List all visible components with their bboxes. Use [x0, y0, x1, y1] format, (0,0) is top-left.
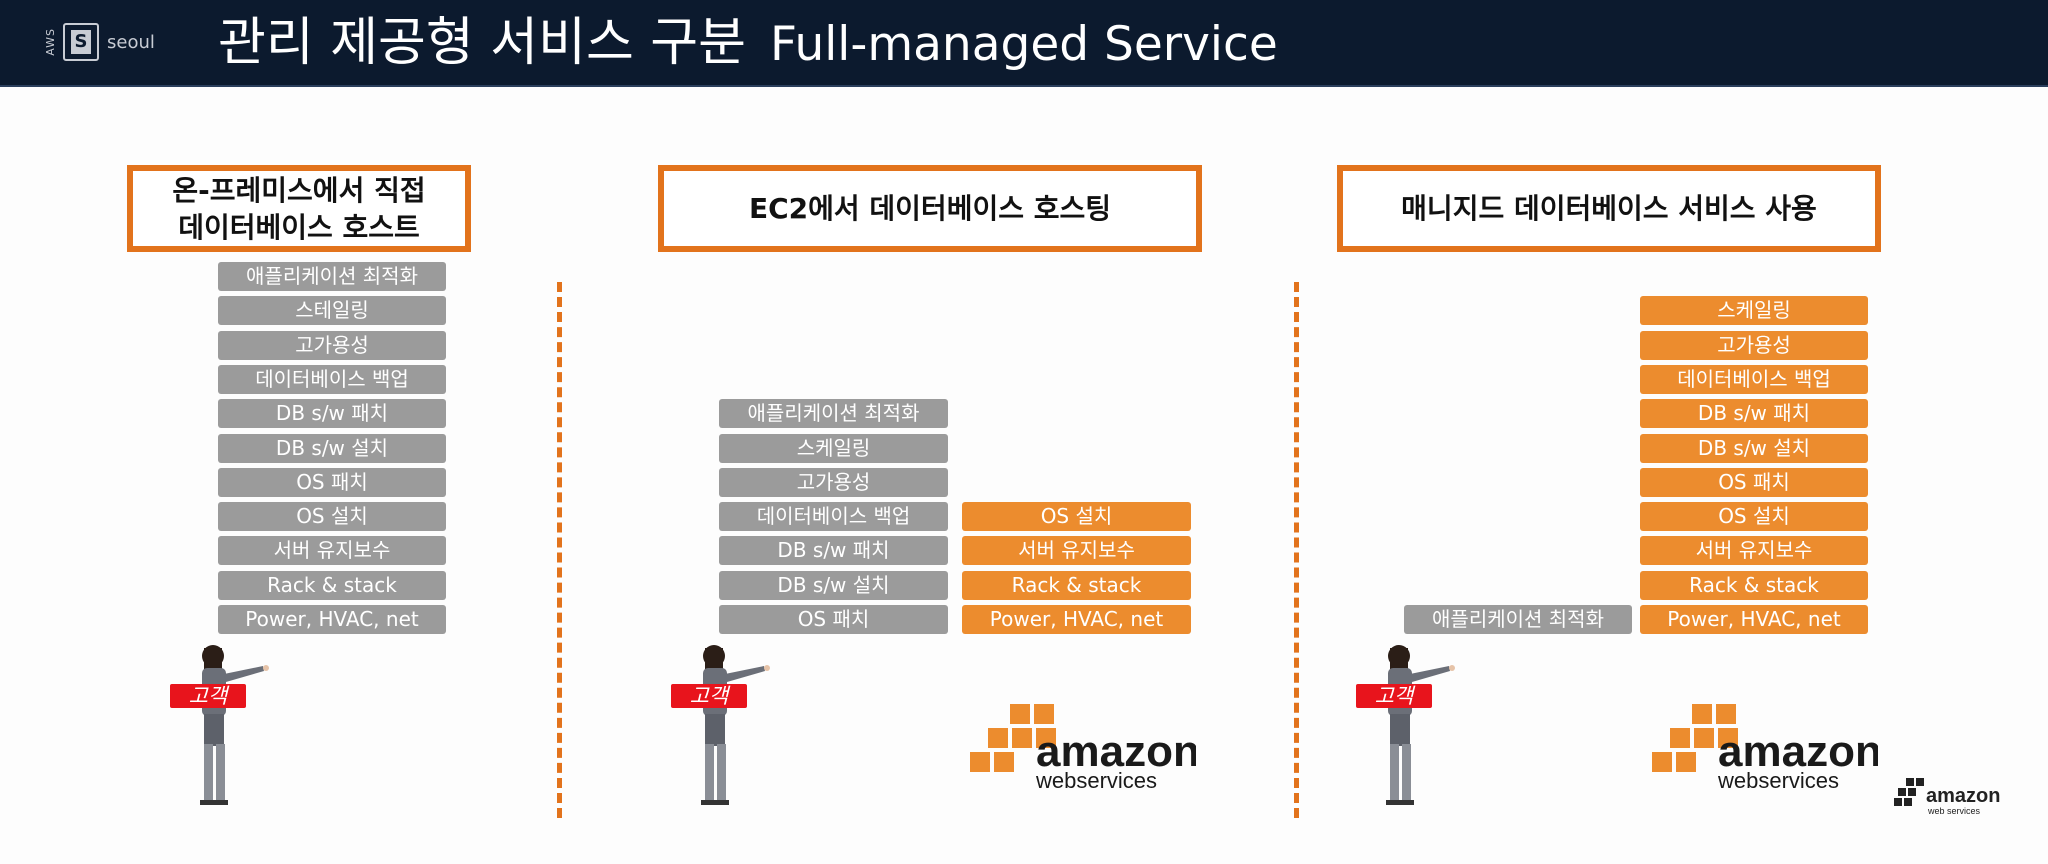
logo-city: seoul	[107, 31, 155, 53]
aws-footer-logo: amazon web services	[1894, 778, 2000, 816]
aws-managed-item: Rack & stack	[962, 571, 1191, 600]
logo-aws-text: AWS	[44, 28, 57, 56]
customer-managed-item: 애플리케이션 최적화	[218, 262, 446, 291]
aws-managed-item: Power, HVAC, net	[962, 605, 1191, 634]
aws-logo-sub: webservices	[1035, 768, 1157, 793]
logo-box-letter: S	[71, 30, 91, 54]
customer-managed-item: 데이터베이스 백업	[719, 502, 948, 531]
aws-seoul-logo: AWS S seoul	[44, 20, 155, 64]
header-bar: AWS S seoul 관리 제공형 서비스 구분 Full-managed Se…	[0, 0, 2048, 87]
aws-managed-item: 서버 유지보수	[962, 536, 1191, 565]
customer-managed-item: 애플리케이션 최적화	[1404, 605, 1632, 634]
aws-managed-item: OS 설치	[1640, 502, 1868, 531]
title-korean: 관리 제공형 서비스 구분	[218, 13, 746, 73]
aws-logo: amazon webservices	[1652, 704, 1878, 793]
aws-logo-sub: webservices	[1717, 768, 1839, 793]
customer-managed-item: Rack & stack	[218, 571, 446, 600]
customer-managed-item: DB s/w 패치	[719, 536, 948, 565]
customer-managed-item: DB s/w 패치	[218, 399, 446, 428]
customer-managed-item: 애플리케이션 최적화	[719, 399, 948, 428]
title-english: Full-managed Service	[770, 17, 1278, 72]
person-figure-icon	[200, 645, 269, 805]
customer-label: 고객	[671, 684, 747, 708]
panel-heading-ec2: EC2에서 데이터베이스 호스팅	[658, 165, 1202, 252]
person-figure-icon	[1386, 645, 1455, 805]
customer-managed-item: 스케일링	[719, 434, 948, 463]
panel-heading-on-premise: 온-프레미스에서 직접 데이터베이스 호스트	[127, 165, 471, 252]
page-title: 관리 제공형 서비스 구분 Full-managed Service	[218, 10, 1278, 78]
customer-managed-item: OS 패치	[218, 468, 446, 497]
aws-logo: amazon webservices	[970, 704, 1196, 793]
aws-managed-item: Power, HVAC, net	[1640, 605, 1868, 634]
customer-managed-item: 데이터베이스 백업	[218, 365, 446, 394]
aws-managed-item: Rack & stack	[1640, 571, 1868, 600]
customer-label: 고객	[170, 684, 246, 708]
aws-managed-item: DB s/w 패치	[1640, 399, 1868, 428]
aws-managed-item: 서버 유지보수	[1640, 536, 1868, 565]
panel-heading-line: 매니지드 데이터베이스 서비스 사용	[1401, 192, 1817, 225]
aws-cubes-icon	[1652, 704, 1738, 772]
aws-managed-item: OS 패치	[1640, 468, 1868, 497]
customer-managed-item: 고가용성	[218, 331, 446, 360]
aws-managed-item: 스케일링	[1640, 296, 1868, 325]
customer-managed-item: OS 패치	[719, 605, 948, 634]
aws-managed-item: 데이터베이스 백업	[1640, 365, 1868, 394]
aws-managed-item: 고가용성	[1640, 331, 1868, 360]
customer-managed-item: OS 설치	[218, 502, 446, 531]
customer-managed-item: DB s/w 설치	[719, 571, 948, 600]
panel-heading-line: 온-프레미스에서 직접	[172, 173, 426, 207]
panel-heading-managed: 매니지드 데이터베이스 서비스 사용	[1337, 165, 1881, 252]
aws-footer-word: amazon	[1926, 785, 2000, 807]
aws-managed-item: DB s/w 설치	[1640, 434, 1868, 463]
panel-heading-line: EC2에서 데이터베이스 호스팅	[748, 192, 1111, 225]
aws-managed-item: OS 설치	[962, 502, 1191, 531]
aws-logo-word: amazon	[1036, 727, 1196, 776]
panel-heading-line: 데이터베이스 호스트	[178, 210, 420, 244]
logo-box: S	[63, 23, 99, 61]
aws-logo-word: amazon	[1718, 727, 1878, 776]
customer-managed-item: 고가용성	[719, 468, 948, 497]
customer-label: 고객	[1356, 684, 1432, 708]
aws-cubes-icon	[1894, 778, 1924, 806]
customer-managed-item: 스테일링	[218, 296, 446, 325]
separator-dashed-line	[557, 282, 562, 818]
customer-managed-item: 서버 유지보수	[218, 536, 446, 565]
customer-managed-item: Power, HVAC, net	[218, 605, 446, 634]
person-figure-icon	[701, 645, 770, 805]
customer-managed-item: DB s/w 설치	[218, 434, 446, 463]
aws-cubes-icon	[970, 704, 1056, 772]
separator-dashed-line	[1294, 282, 1299, 818]
aws-footer-sub: web services	[1927, 806, 1981, 816]
